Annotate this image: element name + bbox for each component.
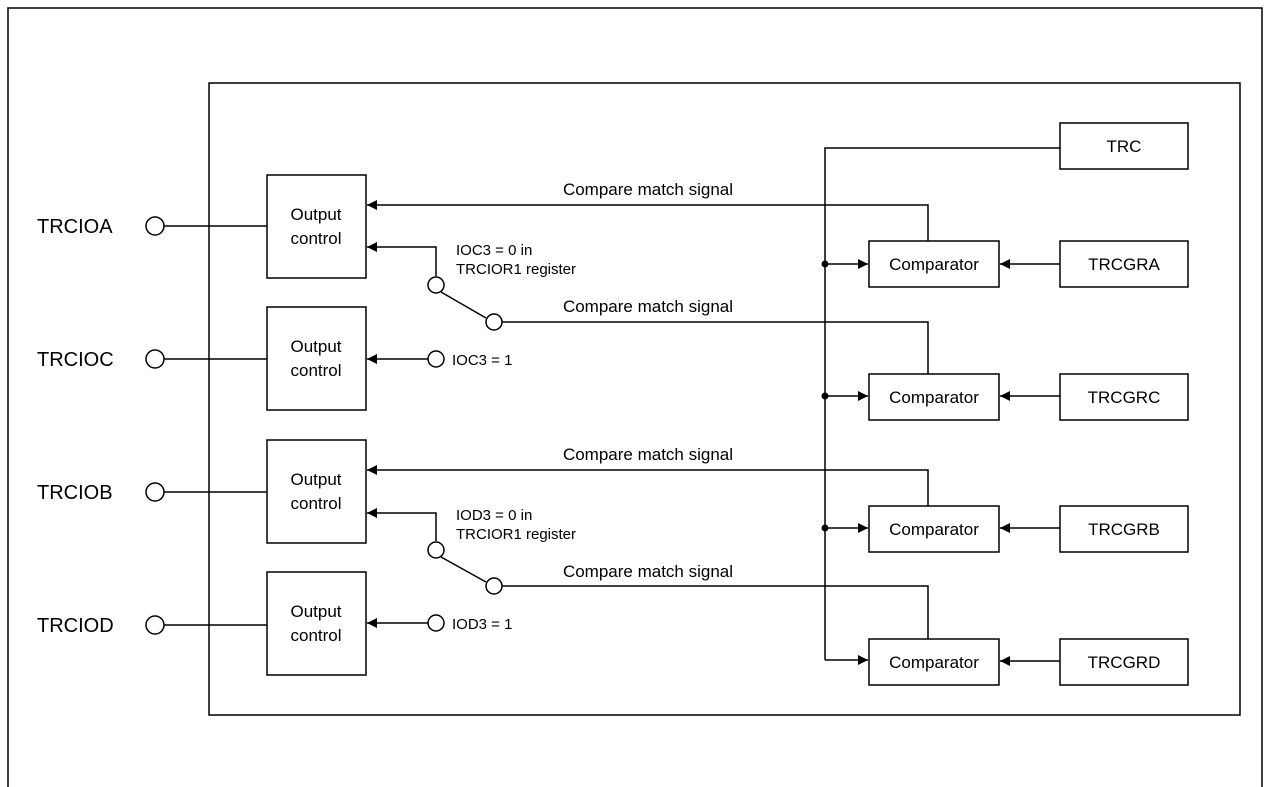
register-trcgrc: TRCGRC (1059, 373, 1189, 421)
switch-ioc3-contact (485, 313, 503, 331)
output-control-c: Output control (266, 306, 367, 411)
register-trcgrd: TRCGRD (1059, 638, 1189, 686)
comparator-d-label: Comparator (889, 653, 979, 672)
output-control-b-line1: Output (290, 470, 341, 489)
switch-ioc3-label-line1: IOC3 = 0 in (456, 242, 532, 259)
output-control-c-line2: control (290, 361, 341, 380)
pin-label-trcioc: TRCIOC (37, 349, 114, 371)
compare-match-line-d (502, 585, 929, 639)
trc-bus (824, 147, 1060, 660)
register-trcgrd-label: TRCGRD (1088, 653, 1161, 672)
comparator-c-label: Comparator (889, 388, 979, 407)
output-control-c-line1: Output (290, 337, 341, 356)
switch-ioc3-pivot (427, 276, 445, 294)
output-control-a: Output control (266, 174, 367, 279)
compare-match-label-b: Compare match signal (563, 445, 733, 464)
comparator-a: Comparator (868, 240, 1000, 288)
switch-iod3-alt-label: IOD3 = 1 (452, 616, 512, 633)
output-control-b: Output control (266, 439, 367, 544)
switch-ioc3-alt-label: IOC3 = 1 (452, 352, 512, 369)
register-trcgra: TRCGRA (1059, 240, 1189, 288)
pin-circle-trciob (145, 482, 165, 502)
pin-circle-trciod (145, 615, 165, 635)
switch-ioc3: IOC3 = 0 in TRCIOR1 register IOC3 = 1 (367, 242, 576, 369)
pin-circle-trcioc (145, 349, 165, 369)
output-control-a-line2: control (290, 229, 341, 248)
switch-iod3-pivot (427, 541, 445, 559)
outer-frame (7, 7, 1263, 787)
output-control-d-line2: control (290, 626, 341, 645)
trc-label: TRC (1107, 137, 1142, 156)
pin-circle-trcioa (145, 216, 165, 236)
comparator-c: Comparator (868, 373, 1000, 421)
comparator-d: Comparator (868, 638, 1000, 686)
switch-iod3-contact (485, 577, 503, 595)
register-trcgrb: TRCGRB (1059, 505, 1189, 553)
switch-iod3-label-line2: TRCIOR1 register (456, 526, 576, 543)
comparator-a-label: Comparator (889, 255, 979, 274)
switch-iod3-blade (440, 556, 487, 583)
compare-match-line-c (502, 321, 929, 374)
pin-trciob: TRCIOB (37, 482, 165, 504)
pin-trcioc: TRCIOC (37, 349, 165, 371)
output-control-b-line2: control (290, 494, 341, 513)
compare-match-label-c: Compare match signal (563, 297, 733, 316)
compare-match-line-b (367, 465, 929, 506)
pin-trciod: TRCIOD (37, 615, 165, 637)
pin-label-trciob: TRCIOB (37, 482, 113, 504)
trc-counter-box: TRC (1059, 122, 1189, 170)
output-control-d: Output control (266, 571, 367, 676)
comparator-b-label: Comparator (889, 520, 979, 539)
switch-iod3-alt-contact (427, 614, 445, 632)
switch-ioc3-output (367, 242, 437, 276)
output-control-d-line1: Output (290, 602, 341, 621)
register-trcgrb-label: TRCGRB (1088, 520, 1160, 539)
pin-trcioa: TRCIOA (37, 216, 165, 238)
compare-match-line-a (367, 200, 929, 241)
output-control-a-line1: Output (290, 205, 341, 224)
pin-label-trciod: TRCIOD (37, 615, 114, 637)
pin-label-trcioa: TRCIOA (37, 216, 113, 238)
switch-iod3: IOD3 = 0 in TRCIOR1 register IOD3 = 1 (367, 507, 576, 633)
switch-ioc3-alt-contact (427, 350, 445, 368)
compare-match-label-d: Compare match signal (563, 562, 733, 581)
module-frame (208, 82, 1241, 716)
switch-ioc3-blade (440, 291, 487, 319)
register-trcgrc-label: TRCGRC (1088, 388, 1161, 407)
comparator-b: Comparator (868, 505, 1000, 553)
switch-ioc3-label-line2: TRCIOR1 register (456, 261, 576, 278)
register-trcgra-label: TRCGRA (1088, 255, 1160, 274)
switch-iod3-output (367, 508, 437, 541)
compare-match-label-a: Compare match signal (563, 180, 733, 199)
switch-iod3-label-line1: IOD3 = 0 in (456, 507, 532, 524)
